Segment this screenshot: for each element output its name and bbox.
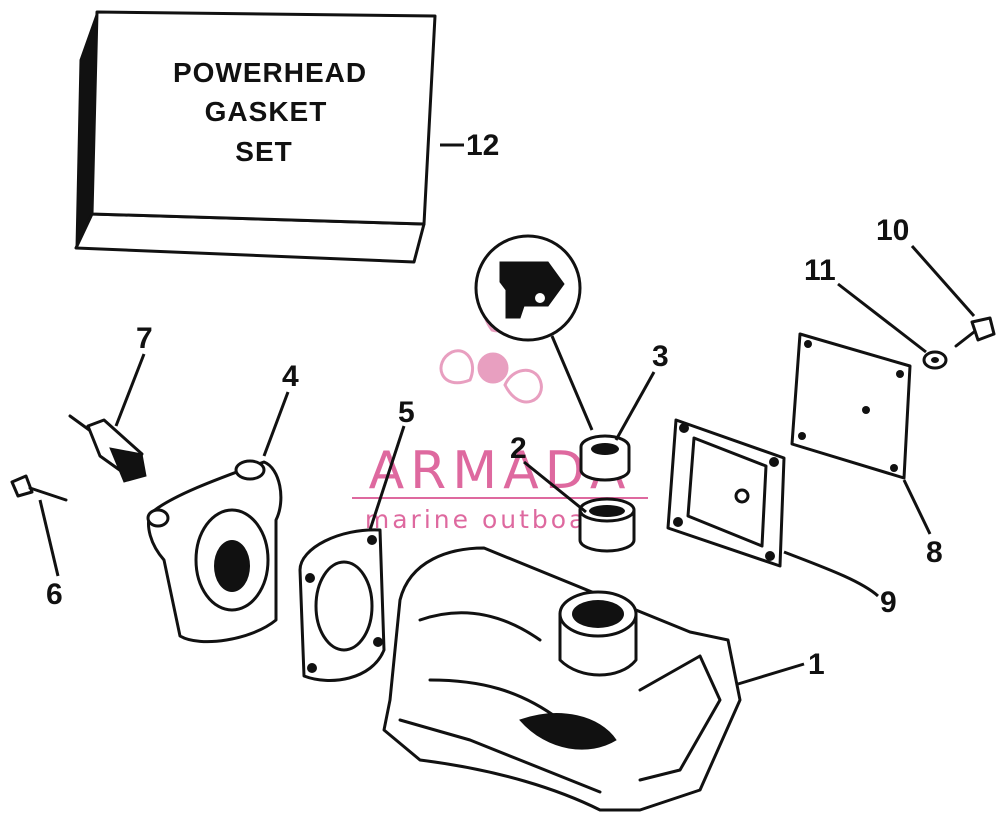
callout-6: 6 [46, 578, 63, 611]
leader-3 [614, 371, 656, 441]
leader-2 [523, 460, 587, 514]
leader-4 [262, 391, 290, 457]
propeller-logo [439, 294, 543, 404]
callout-9: 9 [880, 586, 897, 619]
box-label-line-1: POWERHEAD [173, 57, 367, 88]
cover-screw-part [954, 316, 996, 348]
main-housing-part [382, 546, 742, 812]
callout-11: 11 [804, 254, 836, 287]
callout-7: 7 [136, 322, 153, 355]
leader-8 [902, 479, 932, 535]
box-label-line-2: GASKET [205, 96, 328, 127]
seal-part [579, 434, 631, 482]
leader-1 [737, 662, 805, 686]
callout-3: 3 [652, 340, 669, 373]
leader-9 [783, 550, 879, 598]
leader-7 [114, 353, 146, 427]
end-cover-housing-part [146, 459, 283, 644]
callout-10: 10 [876, 214, 909, 247]
bearing-part [578, 497, 636, 553]
leader-10 [910, 245, 976, 317]
end-cover-gasket-part [298, 528, 386, 682]
leader-11 [837, 282, 927, 354]
leader-5 [368, 425, 406, 531]
leader-6 [38, 499, 60, 577]
callout-8: 8 [926, 536, 943, 569]
detail-inset [474, 234, 594, 431]
bolt-part [10, 474, 68, 502]
fitting-part [68, 414, 147, 483]
leader-lines [38, 143, 976, 686]
callout-2: 2 [510, 432, 527, 465]
callout-4: 4 [282, 360, 299, 393]
callout-1: 1 [808, 648, 825, 681]
callout-5: 5 [398, 396, 415, 429]
callout-12: 12 [466, 129, 499, 162]
gasket-set-box: POWERHEAD GASKET SET [74, 10, 437, 264]
box-label-line-3: SET [235, 136, 292, 167]
callout-numbers: 12 1 2 3 4 5 6 7 8 9 10 11 [46, 129, 943, 681]
cover-gasket-part [666, 418, 786, 568]
lockwasher-part [922, 350, 948, 370]
cover-plate-part [790, 332, 912, 480]
